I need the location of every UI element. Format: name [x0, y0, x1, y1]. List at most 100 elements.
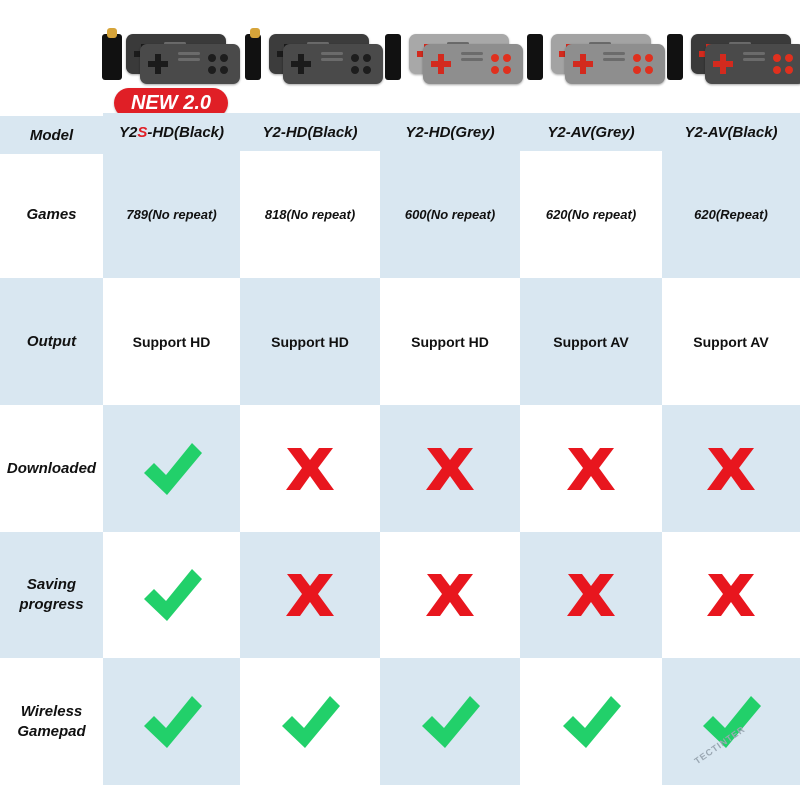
check-icon [143, 695, 202, 748]
check-icon [282, 695, 340, 748]
table-cell [520, 405, 662, 532]
product-image [383, 28, 523, 86]
dpad [148, 61, 168, 67]
select-slot [461, 52, 483, 55]
usb-stick [527, 34, 543, 80]
product-image [525, 28, 665, 86]
table-cell: 818(No repeat) [240, 151, 380, 278]
cross-icon [286, 574, 334, 616]
start-slot [321, 58, 343, 61]
row-label-line: progress [19, 596, 84, 613]
table-cell [662, 532, 800, 658]
model-name: Y2 [118, 123, 138, 141]
face-button [220, 54, 228, 62]
row-label: Saving progress [19, 575, 83, 615]
check-icon [422, 695, 480, 748]
cross-icon [286, 447, 334, 490]
select-slot [729, 42, 751, 45]
row-label: Games [26, 205, 76, 225]
cell-value: 620(No repeat) [545, 207, 637, 222]
face-button [785, 54, 793, 62]
table-cell [380, 658, 520, 785]
table-cell [662, 658, 800, 785]
cell-value: Support HD [271, 333, 349, 350]
gamepad [283, 44, 383, 84]
table-cell: Support AV [662, 278, 800, 405]
row-label-line: Output [26, 332, 77, 350]
model-name: Y2-HD(Black) [262, 123, 358, 141]
start-slot [603, 58, 625, 61]
face-button [363, 54, 371, 62]
cross-icon [426, 574, 474, 616]
face-button [208, 66, 216, 74]
cell-value: 620(Repeat) [694, 207, 768, 222]
table-cell [240, 405, 380, 532]
cell-value: 600(No repeat) [404, 207, 496, 222]
table-cell [103, 658, 240, 785]
select-slot [307, 42, 329, 45]
row-label-line: Gamepad [17, 722, 86, 740]
check-icon [703, 695, 761, 748]
cell-value: Support HD [411, 333, 489, 350]
face-button [363, 66, 371, 74]
product-image [243, 28, 383, 86]
dpad [431, 61, 451, 67]
dpad [291, 61, 311, 67]
dpad [713, 61, 733, 67]
header-model-label: Model [0, 116, 103, 154]
row-label-line: Saving [26, 576, 77, 593]
face-button [633, 66, 641, 74]
table-cell: 620(Repeat) [662, 151, 800, 278]
start-slot [178, 58, 200, 61]
check-icon [563, 695, 621, 748]
header-column-3: Y2-HD(Grey) [380, 113, 520, 151]
cross-icon [567, 574, 615, 616]
face-button [633, 54, 641, 62]
table-cell [662, 405, 800, 532]
face-button [491, 54, 499, 62]
face-button [645, 66, 653, 74]
table-cell: 600(No repeat) [380, 151, 520, 278]
row-label-cell: Downloaded [0, 405, 103, 532]
row-label-cell: Saving progress [0, 532, 103, 658]
face-button [351, 66, 359, 74]
row-label-line: Downloaded [6, 459, 97, 477]
face-button [220, 66, 228, 74]
table-cell [240, 532, 380, 658]
cell-value: Support AV [693, 333, 769, 350]
table-cell: 620(No repeat) [520, 151, 662, 278]
check-icon [143, 442, 202, 495]
product-image [665, 28, 800, 86]
table-cell [240, 658, 380, 785]
face-button [773, 54, 781, 62]
row-label-cell: Output [0, 278, 103, 405]
face-button [208, 54, 216, 62]
table-cell [103, 405, 240, 532]
start-slot [743, 58, 765, 61]
table-cell [520, 658, 662, 785]
table-cell [520, 532, 662, 658]
face-button [503, 66, 511, 74]
usb-plug [250, 28, 260, 38]
check-icon [143, 569, 202, 621]
dpad [573, 61, 593, 67]
usb-stick [385, 34, 401, 80]
row-label-line: Games [26, 205, 77, 223]
gamepad [565, 44, 665, 84]
model-name-accent: S [137, 123, 148, 141]
usb-stick [667, 34, 683, 80]
row-label: Output [27, 332, 76, 352]
product-image [100, 28, 240, 86]
usb-stick [102, 28, 122, 80]
select-slot [164, 42, 186, 45]
table-cell: Support AV [520, 278, 662, 405]
header-band [103, 113, 800, 151]
table-cell: Support HD [240, 278, 380, 405]
table-cell [103, 532, 240, 658]
cross-icon [426, 447, 474, 490]
face-button [645, 54, 653, 62]
